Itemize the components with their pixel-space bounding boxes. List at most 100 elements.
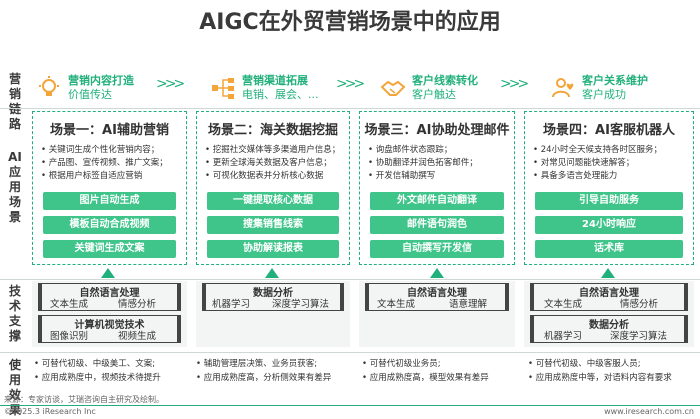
tech-3: 自然语言处理 文本生成 语意理解 (359, 281, 515, 347)
scene-bullet: 对常见问题能快速解答； (533, 157, 693, 170)
tech-box-cv: 计算机视觉技术 图像识别 视频生成 (38, 315, 181, 343)
page-title: AIGC在外贸营销场景中的应用 (199, 10, 501, 35)
scene-pill: 自动撰写开发信 (370, 240, 504, 258)
stage-title: 客户线索转化 (412, 74, 478, 87)
stage-3: 客户线索转化客户触达 (380, 70, 478, 106)
scene-bullet: 具备多语言处理能力 (533, 170, 693, 183)
effect-line: 可替代初级、中级客服人员; (528, 357, 698, 371)
tech-heading: 计算机视觉技术 (74, 320, 145, 331)
scene-pill: 外文邮件自动翻译 (370, 192, 504, 210)
handshake-icon (380, 80, 406, 96)
stage-sub: 客户触达 (412, 88, 456, 101)
tech-4: 自然语言处理 文本生成 情感分析 数据分析 机器学习 深度学习算法 (524, 281, 694, 347)
stage-4: 客户关系维护客户成功 (550, 70, 648, 106)
network-icon (212, 78, 234, 99)
tech-2: 数据分析 机器学习 深度学习算法 (196, 281, 350, 347)
row-label-effect: 使用效果 (8, 358, 21, 417)
divider (0, 108, 700, 109)
scene-4: 场景四：AI客服机器人 24小时全天候支持各时区服务； 对常见问题能快速解答； … (524, 111, 694, 265)
scene-pill: 关键词生成文案 (43, 240, 176, 258)
scene-title: 场景二：海关数据挖掘 (207, 123, 338, 138)
scene-2: 场景二：海关数据挖掘 挖掘社交媒体等多渠道用户信息； 更新全球海关数据及客户信息… (196, 111, 350, 265)
tech-item: 视频生成 (118, 331, 157, 342)
tech-heading: 数据分析 (589, 320, 629, 331)
tech-item: 文本生成 (544, 299, 583, 310)
tech-box-nlp: 自然语言处理 文本生成 情感分析 (530, 283, 688, 311)
scene-bullet: 挖掘社交媒体等多渠道用户信息； (205, 144, 349, 157)
copyright: ©2025.3 iResearch Inc (4, 407, 96, 416)
tech-item: 文本生成 (377, 299, 416, 310)
scene-pill: 协助解读报表 (207, 240, 339, 258)
scene-bullet: 24小时全天候支持各时区服务； (533, 144, 693, 157)
scene-pill: 一键提取核心数据 (207, 192, 339, 210)
effect-line: 应用成熟度中，视频技术待提升 (34, 371, 192, 385)
footer-divider (0, 405, 700, 406)
tech-heading: 自然语言处理 (407, 288, 467, 299)
effect-line: 辅助管理层决策、业务员获客; (196, 357, 356, 371)
stage-title: 营销内容打造 (68, 74, 134, 87)
tech-item: 机器学习 (544, 331, 583, 342)
tech-item: 深度学习算法 (272, 299, 330, 310)
user-heart-icon (552, 78, 574, 98)
scene-bullet: 开发信辅助撰写 (368, 170, 514, 183)
tech-heading: 自然语言处理 (79, 288, 140, 299)
effect-line: 可替代初级业务员; (362, 357, 520, 371)
row-label-chain: 营销链路 (8, 72, 21, 131)
effect-line: 可替代初级、中级美工、文案; (34, 357, 192, 371)
tech-box-data: 数据分析 机器学习 深度学习算法 (530, 315, 688, 343)
scene-title: 场景四：AI客服机器人 (543, 123, 675, 138)
tech-box-data: 数据分析 机器学习 深度学习算法 (202, 283, 344, 311)
scene-pill: 引导自助服务 (535, 192, 683, 210)
scene-pill: 邮件语句润色 (370, 216, 504, 234)
tech-box-nlp: 自然语言处理 文本生成 语意理解 (365, 283, 509, 311)
scene-title: 场景三：AI协助处理邮件 (364, 123, 510, 138)
scene-pill: 搜集销售线索 (207, 216, 339, 234)
up-arrow-icon (265, 268, 279, 278)
effect-line: 应用成熟度高，分析侧效果有差异 (196, 371, 356, 385)
stage-title: 客户关系维护 (582, 74, 648, 87)
stage-sub: 客户成功 (582, 88, 626, 101)
arrow-icon: >>> (156, 76, 185, 92)
up-arrow-icon (430, 268, 444, 278)
stage-2: 营销渠道拓展电销、展会、... (210, 70, 319, 106)
stage-title: 营销渠道拓展 (242, 74, 308, 87)
up-arrow-icon (101, 268, 115, 278)
tech-box-nlp: 自然语言处理 文本生成 情感分析 (38, 283, 181, 311)
stage-1: 营销内容打造价值传达 (36, 70, 134, 106)
effect-1: 可替代初级、中级美工、文案; 应用成熟度中，视频技术待提升 (34, 357, 192, 385)
scene-pill: 模板自动合成视频 (43, 216, 176, 234)
tech-item: 机器学习 (212, 299, 251, 310)
scene-1: 场景一：AI辅助营销 关键词生成个性化营销内容； 产品图、宣传视频、推广文案； … (32, 111, 187, 265)
tech-1: 自然语言处理 文本生成 情感分析 计算机视觉技术 图像识别 视频生成 (32, 281, 187, 347)
scene-bullet: 更新全球海关数据及客户信息； (205, 157, 349, 170)
arrow-icon: >>> (336, 76, 365, 92)
effect-4: 可替代初级、中级客服人员; 应用成熟度中等，对语料内容有要求 (528, 357, 698, 385)
tech-heading: 数据分析 (253, 288, 293, 299)
scene-title: 场景一：AI辅助营销 (50, 123, 169, 138)
effect-line: 应用成熟度高，模型效果有差异 (362, 371, 520, 385)
scene-3: 场景三：AI协助处理邮件 询盘邮件状态跟踪； 协助翻译并润色拓客邮件； 开发信辅… (359, 111, 515, 265)
arrow-icon: >>> (500, 76, 529, 92)
scene-bullet: 产品图、宣传视频、推广文案； (41, 157, 186, 170)
scene-bullet: 根据用户标签自适应营销 (41, 170, 186, 183)
stage-sub: 电销、展会、... (242, 88, 319, 101)
website-link[interactable]: www.iresearch.com.cn (604, 407, 694, 416)
row-label-ai: AI应用场景 (8, 150, 22, 224)
stage-sub: 价值传达 (68, 88, 112, 101)
divider (0, 279, 700, 280)
up-arrow-icon (601, 268, 615, 278)
tech-item: 文本生成 (50, 299, 89, 310)
scene-pill: 话术库 (535, 240, 683, 258)
lightbulb-icon (39, 76, 59, 96)
tech-item: 深度学习算法 (610, 331, 668, 342)
scene-pill: 24小时响应 (535, 216, 683, 234)
row-label-tech: 技术支撑 (8, 284, 21, 343)
scene-pill: 图片自动生成 (43, 192, 176, 210)
effect-line: 应用成熟度中等，对语料内容有要求 (528, 371, 698, 385)
tech-item: 图像识别 (50, 331, 89, 342)
tech-item: 情感分析 (118, 299, 157, 310)
effect-3: 可替代初级业务员; 应用成熟度高，模型效果有差异 (362, 357, 520, 385)
scene-bullet: 可视化数据表并分析核心数据 (205, 170, 349, 183)
scene-bullet: 关键词生成个性化营销内容； (41, 144, 186, 157)
tech-heading: 自然语言处理 (579, 288, 639, 299)
